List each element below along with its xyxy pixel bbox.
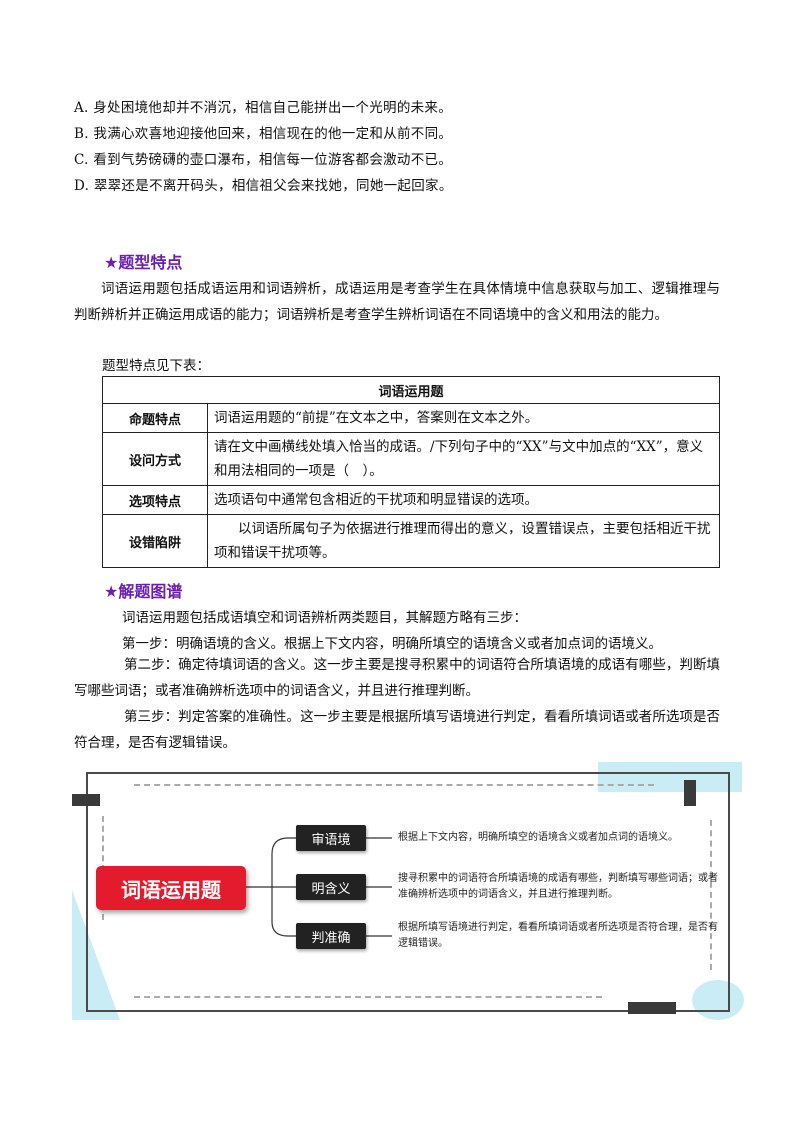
decor-dashed-line: [710, 820, 712, 970]
row-value: 选项语句中通常包含相近的干扰项和明显错误的选项。: [207, 485, 720, 515]
table-row: 设问方式 请在文中画横线处填入恰当的成语。/下列句子中的“XX”与文中加点的“X…: [102, 432, 720, 486]
diagram-desc-accuracy: 根据所填写语境进行判定，看看所填词语或者所选项是否符合理，是否有逻辑错误。: [398, 922, 718, 949]
diagram-frame: [86, 772, 730, 1012]
option-c: C. 看到气势磅礴的壶口瀑布，相信每一位游客都会激动不已。: [74, 152, 453, 168]
section-title-method: ★解题图谱: [104, 582, 183, 601]
diagram-node-accuracy: 判准确: [296, 923, 366, 949]
step-1-text: 第一步：明确语境的含义。根据上下文内容，明确所填空的语境含义或者加点词的语境义。: [122, 636, 662, 652]
row-value: 请在文中画横线处填入恰当的成语。/下列句子中的“XX”与文中加点的“XX”，意义…: [207, 432, 720, 486]
section-title-features: ★题型特点: [104, 253, 183, 272]
table-row: 选项特点 选项语句中通常包含相近的干扰项和明显错误的选项。: [102, 485, 720, 515]
option-a: A. 身处困境他却并不消沉，相信自己能拼出一个光明的未来。: [74, 100, 453, 116]
table-header-row: 词语运用题: [102, 376, 720, 404]
method-diagram: 词语运用题 审语境 明含义 判准确 根据上下文内容，明确所填空的语境含义或者加点…: [72, 760, 744, 1022]
diagram-desc-context: 根据上下文内容，明确所填空的语境含义或者加点词的语境义。: [398, 832, 678, 843]
option-b: B. 我满心欢喜地迎接他回来，相信现在的他一定和从前不同。: [74, 126, 453, 142]
decor-dark-bar: [684, 780, 696, 806]
decor-dark-bar: [628, 1002, 676, 1014]
option-d: D. 翠翠还是不离开码头，相信祖父会来找她，同她一起回家。: [74, 178, 453, 194]
row-key: 命题特点: [102, 403, 208, 433]
decor-blue-triangle: [72, 890, 120, 1020]
step-2-text: 第二步：确定待填词语的含义。这一步主要是搜寻积累中的词语符合所填语境的成语有哪些…: [74, 657, 720, 699]
diagram-node-meaning: 明含义: [296, 874, 366, 900]
table-header: 词语运用题: [102, 376, 720, 404]
row-key: 选项特点: [102, 485, 208, 515]
connector-lines: [246, 837, 392, 937]
diagram-desc-meaning: 搜寻积累中的词语符合所填语境的成语有哪些，判断填写哪些词语；或者准确辨析选项中的…: [398, 873, 718, 900]
diagram-node-context: 审语境: [296, 825, 366, 851]
row-value: 以词语所属句子为依据进行推理而得出的意义，设置错误点，主要包括相近干扰项和错误干…: [207, 514, 720, 568]
decor-dashed-line: [134, 784, 654, 786]
decor-dashed-line: [134, 996, 602, 998]
row-value: 词语运用题的“前提”在文本之中，答案则在文本之外。: [207, 403, 720, 433]
decor-blue-rect: [598, 762, 742, 792]
method-intro: 词语运用题包括成语填空和词语辨析两类题目，其解题方略有三步：: [122, 610, 527, 626]
row-key: 设问方式: [102, 432, 208, 486]
features-paragraph: 词语运用题包括成语运用和词语辨析，成语运用是考查学生在具体情境中信息获取与加工、…: [74, 281, 720, 323]
decor-dark-bar: [72, 794, 100, 806]
table-intro: 题型特点见下表：: [102, 358, 210, 374]
diagram-main-node: 词语运用题: [96, 866, 246, 910]
table-row: 设错陷阱 以词语所属句子为依据进行推理而得出的意义，设置错误点，主要包括相近干扰…: [102, 514, 720, 568]
row-key: 设错陷阱: [102, 514, 208, 568]
decor-blue-circle: [692, 980, 744, 1020]
table-row: 命题特点 词语运用题的“前提”在文本之中，答案则在文本之外。: [102, 403, 720, 433]
step-3-text: 第三步：判定答案的准确性。这一步主要是根据所填写语境进行判定，看看所填词语或者所…: [74, 709, 720, 751]
feature-table: 词语运用题 命题特点 词语运用题的“前提”在文本之中，答案则在文本之外。 设问方…: [102, 376, 720, 568]
